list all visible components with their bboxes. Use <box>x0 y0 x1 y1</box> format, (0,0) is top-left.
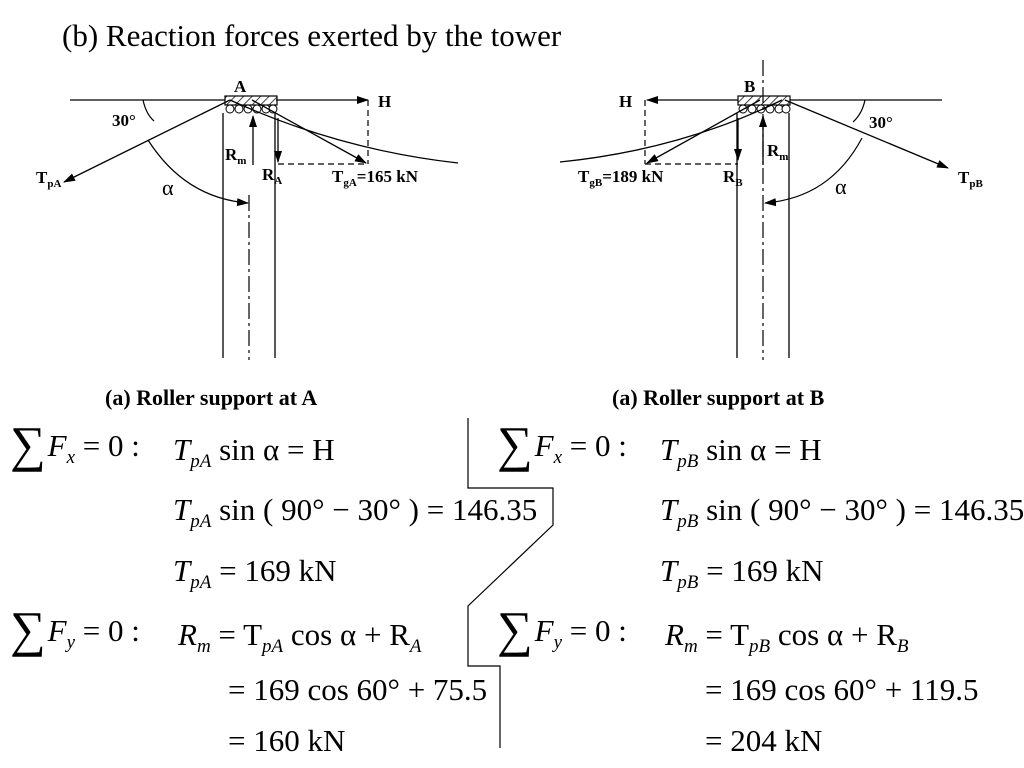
right-cable <box>559 99 783 163</box>
left-eq-line1: TpA sin α = H <box>173 432 335 472</box>
right-eq-line4: Rm = TpB cos α + RB <box>665 617 909 657</box>
right-h-label: H <box>619 92 632 111</box>
right-sum-fx: ∑Fx = 0 : <box>497 416 627 472</box>
right-tower-diagram: B 30° H α TpB Rm RB TgB=189 kN <box>559 60 983 360</box>
left-eq-line5: = 169 cos 60° + 75.5 <box>228 672 488 707</box>
left-angle-label: 30° <box>112 111 136 130</box>
right-eq-line2: TpB sin ( 90° − 30° ) = 146.35 <box>660 492 1024 532</box>
left-point-label: A <box>234 77 247 96</box>
right-eq-line1: TpB sin α = H <box>660 432 822 472</box>
right-eq-line6: = 204 kN <box>705 723 823 758</box>
left-support-block <box>224 95 278 106</box>
right-support-block <box>737 95 791 106</box>
left-eq-line2: TpA sin ( 90° − 30° ) = 146.35 <box>173 492 538 532</box>
right-eq-line5: = 169 cos 60° + 119.5 <box>705 672 979 707</box>
left-tower-diagram: A 30° H α TpA Rm RA TgA=165 kN <box>36 77 459 360</box>
right-tg-arrow <box>646 99 761 164</box>
page-title: (b) Reaction forces exerted by the tower <box>62 18 562 53</box>
left-caption: (a) Roller support at A <box>105 385 318 410</box>
left-ra-label: RA <box>262 165 282 187</box>
left-rm-label: Rm <box>225 145 246 167</box>
left-eq-line6: = 160 kN <box>228 723 346 758</box>
right-angle-label: 30° <box>869 113 893 132</box>
left-alpha-label: α <box>162 175 174 200</box>
left-alpha-arc <box>147 139 249 207</box>
right-alpha-label: α <box>835 174 847 199</box>
right-tg-label: TgB=189 kN <box>578 167 664 189</box>
left-sum-fx: ∑Fx = 0 : <box>10 416 140 472</box>
left-h-label: H <box>378 92 391 111</box>
right-tp-label: TpB <box>958 168 983 190</box>
left-tp-arrow <box>63 99 231 183</box>
left-sum-fy: ∑Fy = 0 : <box>10 601 140 657</box>
right-sum-fy: ∑Fy = 0 : <box>497 601 627 657</box>
left-tp-label: TpA <box>36 168 61 190</box>
right-rm-label: Rm <box>767 141 788 163</box>
left-tg-arrow <box>251 99 367 164</box>
right-tp-arrow <box>784 99 949 169</box>
right-eq-line3: TpB = 169 kN <box>660 553 824 593</box>
left-tg-label: TgA=165 kN <box>332 167 419 189</box>
right-rb-label: RB <box>723 167 743 189</box>
right-alpha-arc <box>764 137 863 207</box>
left-eq-line3: TpA = 169 kN <box>173 553 337 593</box>
right-rollers <box>738 104 791 114</box>
equation-divider <box>467 418 554 748</box>
right-caption: (a) Roller support at B <box>612 385 825 410</box>
left-eq-line4: Rm = TpA cos α + RA <box>178 617 422 657</box>
left-cable <box>229 99 459 164</box>
right-point-label: B <box>744 77 755 96</box>
